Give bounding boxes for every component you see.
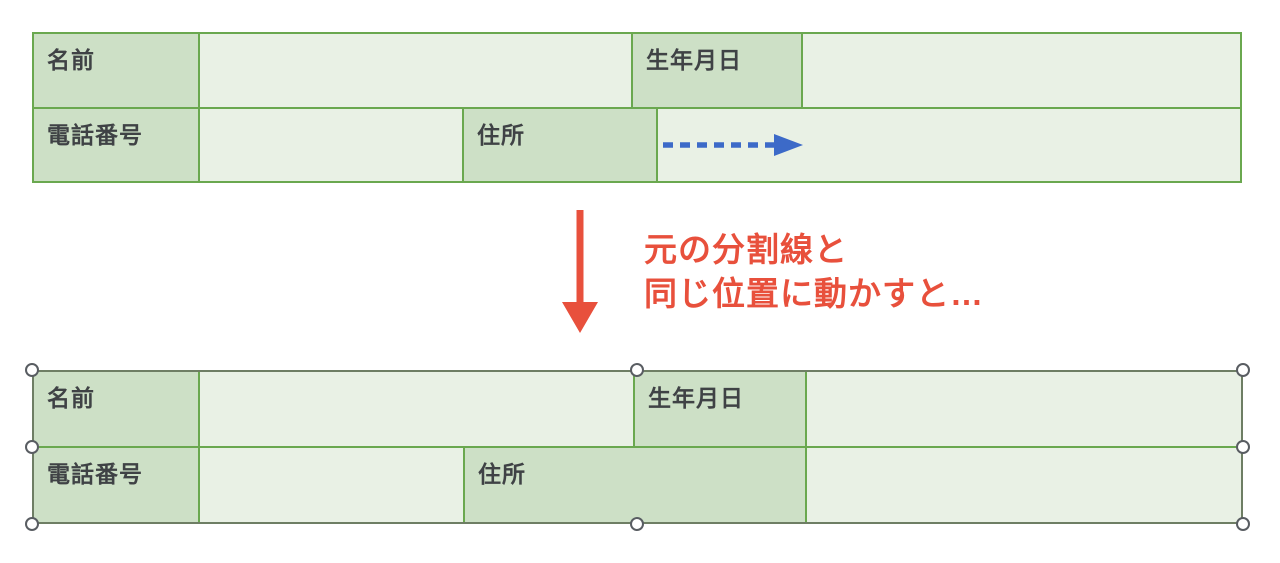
cell-birthdate-header: 生年月日 bbox=[635, 372, 807, 446]
cell-label: 電話番号 bbox=[47, 461, 143, 487]
cell-birthdate-value bbox=[807, 372, 1241, 446]
selection-handle-middle-left bbox=[25, 440, 39, 454]
table-after: 名前 生年月日 電話番号 住所 bbox=[32, 370, 1243, 524]
table-row: 電話番号 住所 bbox=[34, 448, 1241, 522]
cell-label: 電話番号 bbox=[47, 122, 143, 148]
selection-handle-bottom-middle bbox=[630, 517, 644, 531]
cell-address-value bbox=[807, 448, 1241, 522]
result-down-arrow-icon bbox=[562, 210, 598, 333]
cell-phone-value bbox=[200, 109, 464, 181]
selection-handle-top-middle bbox=[630, 363, 644, 377]
cell-name-header: 名前 bbox=[34, 372, 200, 446]
annotation-text: 元の分割線と 同じ位置に動かすと… bbox=[644, 228, 984, 316]
cell-address-header: 住所 bbox=[465, 448, 807, 522]
selection-handle-bottom-left bbox=[25, 517, 39, 531]
selection-handle-bottom-right bbox=[1236, 517, 1250, 531]
selection-handle-top-left bbox=[25, 363, 39, 377]
cell-phone-header: 電話番号 bbox=[34, 109, 200, 181]
drag-direction-dashed-arrow-icon bbox=[663, 134, 803, 156]
table-row: 名前 生年月日 bbox=[34, 34, 1240, 109]
cell-name-header: 名前 bbox=[34, 34, 200, 107]
cell-address-header: 住所 bbox=[464, 109, 658, 181]
cell-label: 住所 bbox=[478, 461, 526, 487]
cell-birthdate-header: 生年月日 bbox=[633, 34, 803, 107]
annotation-line-2: 同じ位置に動かすと… bbox=[644, 275, 984, 312]
cell-label: 名前 bbox=[47, 47, 95, 73]
cell-name-value bbox=[200, 34, 633, 107]
cell-phone-header: 電話番号 bbox=[34, 448, 200, 522]
table-row: 電話番号 住所 bbox=[34, 109, 1240, 181]
selection-handle-middle-right bbox=[1236, 440, 1250, 454]
cell-phone-value bbox=[200, 448, 465, 522]
annotation-line-1: 元の分割線と bbox=[644, 231, 848, 268]
cell-birthdate-value bbox=[803, 34, 1240, 107]
cell-label: 生年月日 bbox=[648, 385, 744, 411]
table-before: 名前 生年月日 電話番号 住所 bbox=[32, 32, 1242, 183]
table-row: 名前 生年月日 bbox=[34, 372, 1241, 448]
cell-label: 住所 bbox=[477, 122, 525, 148]
cell-label: 名前 bbox=[47, 385, 95, 411]
cell-label: 生年月日 bbox=[646, 47, 742, 73]
selection-handle-top-right bbox=[1236, 363, 1250, 377]
cell-name-value bbox=[200, 372, 635, 446]
